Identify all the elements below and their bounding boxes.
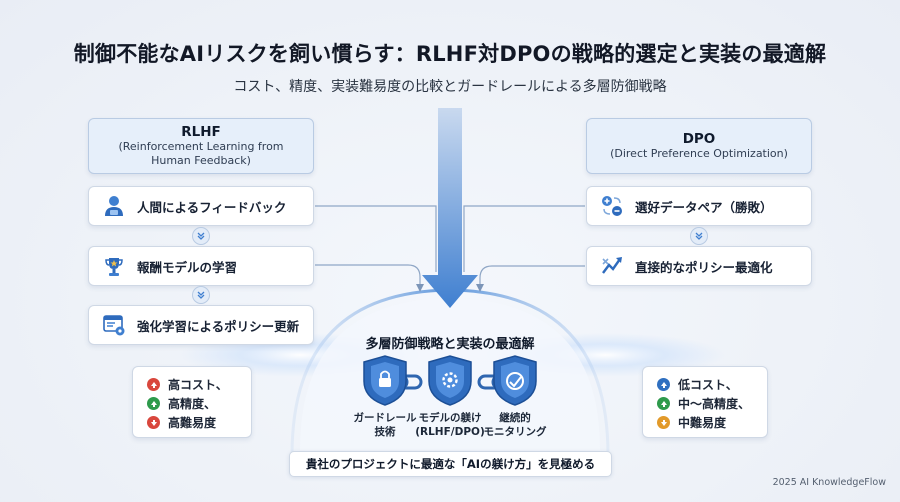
connector-dpo-mid <box>479 265 585 288</box>
cost-row: 高コスト、 <box>147 375 237 394</box>
dpo-step-preference-pairs: 選好データペア（勝敗） <box>586 186 812 226</box>
chevron-down-icon <box>192 286 210 304</box>
shield-model-training <box>428 355 472 406</box>
cost-row: 低コスト、 <box>657 375 753 394</box>
page-subtitle: コスト、精度、実装難易度の比較とガードレールによる多層防御戦略 <box>233 79 667 95</box>
cost-text: 高コスト、 <box>168 378 228 392</box>
connector-rlhf-mid <box>315 264 421 288</box>
rlhf-subtitle-2: Human Feedback) <box>151 154 251 167</box>
trophy-icon <box>105 258 123 276</box>
chain-links <box>383 374 517 390</box>
dpo-step-label: 選好データペア（勝敗） <box>635 199 773 215</box>
dpo-header-card: DPO (Direct Preference Optimization) <box>586 118 812 174</box>
center-title: 多層防御戦略と実装の最適解 <box>365 337 535 352</box>
arrow-down-icon <box>147 416 160 429</box>
chain-link <box>491 374 517 390</box>
cost-text: 低コスト、 <box>678 378 738 392</box>
arrow-down-icon <box>657 416 670 429</box>
cost-row: 高精度、 <box>147 394 237 413</box>
shield-label-guardrail: ガードレール 技術 <box>330 411 440 439</box>
rlhf-step-label: 強化学習によるポリシー更新 <box>137 318 300 334</box>
bottom-banner: 貴社のプロジェクトに最適な「AIの躾け方」を見極める <box>289 451 612 477</box>
arrow-up-icon <box>657 397 670 410</box>
rlhf-step-feedback: 人間によるフィードバック <box>88 186 314 226</box>
cost-text: 高難易度 <box>168 416 217 430</box>
main-down-arrow <box>422 108 478 308</box>
rlhf-step-reward-model: 報酬モデルの学習 <box>88 246 314 286</box>
rlhf-step-policy-update: 強化学習によるポリシー更新 <box>88 305 314 345</box>
shield-guardrail <box>363 355 407 406</box>
shield-label-line: 技術 <box>374 426 396 439</box>
rlhf-subtitle-1: (Reinforcement Learning from <box>118 139 284 153</box>
cost-text: 中難易度 <box>678 416 727 430</box>
rlhf-step-label: 人間によるフィードバック <box>137 199 287 215</box>
person-icon <box>105 196 123 216</box>
arrow-up-icon <box>147 378 160 391</box>
direct-arrow-icon <box>602 257 622 274</box>
shield-label-line: (RLHF/DPO) <box>415 426 485 439</box>
shield-monitoring <box>493 355 537 406</box>
connector-dpo-head <box>476 284 484 292</box>
rlhf-header-card: RLHF (Reinforcement Learning from Human … <box>88 118 314 174</box>
cost-text: 中〜高精度、 <box>678 397 751 411</box>
rlhf-step-label: 報酬モデルの学習 <box>137 259 238 275</box>
chevron-down-icon <box>690 227 708 245</box>
shield-label-line: モデルの躾け <box>418 412 482 424</box>
arrow-up-icon <box>147 397 160 410</box>
chain-link <box>397 374 423 390</box>
connector-rlhf-top <box>315 205 437 272</box>
dpo-title: DPO <box>682 130 716 147</box>
page-title: 制御不能なAIリスクを飼い慣らす：RLHF対DPOの戦略的選定と実装の最適解 <box>73 42 827 66</box>
dpo-step-label: 直接的なポリシー最適化 <box>635 259 773 275</box>
cost-row: 高難易度 <box>147 413 237 432</box>
connector-dpo-top <box>463 205 585 272</box>
arrow-up-icon <box>657 378 670 391</box>
shield-label-monitoring: 継続的 モニタリング <box>460 411 570 439</box>
connector-rlhf-head <box>416 284 424 292</box>
dpo-subtitle: (Direct Preference Optimization) <box>610 146 788 160</box>
rlhf-title: RLHF <box>181 123 221 140</box>
cost-row: 中〜高精度、 <box>657 394 753 413</box>
cost-row: 中難易度 <box>657 413 753 432</box>
shield-label-line: 継続的 <box>499 412 531 424</box>
cost-text: 高精度、 <box>168 397 217 411</box>
shield-label-model-training: モデルの躾け (RLHF/DPO) <box>395 411 505 439</box>
chevron-down-icon <box>192 227 210 245</box>
shield-label-line: ガードレール <box>353 412 417 424</box>
footer-credit: 2025 AI KnowledgeFlow <box>772 477 886 488</box>
document-settings-icon <box>103 315 125 336</box>
dpo-cost-card: 低コスト、 中〜高精度、 中難易度 <box>642 366 768 438</box>
shield-label-line: モニタリング <box>483 426 547 439</box>
chain-link <box>383 374 409 390</box>
rlhf-cost-card: 高コスト、 高精度、 高難易度 <box>132 366 252 438</box>
chain-link <box>477 374 503 390</box>
compare-pair-icon <box>602 196 622 216</box>
dpo-step-direct-optimization: 直接的なポリシー最適化 <box>586 246 812 286</box>
